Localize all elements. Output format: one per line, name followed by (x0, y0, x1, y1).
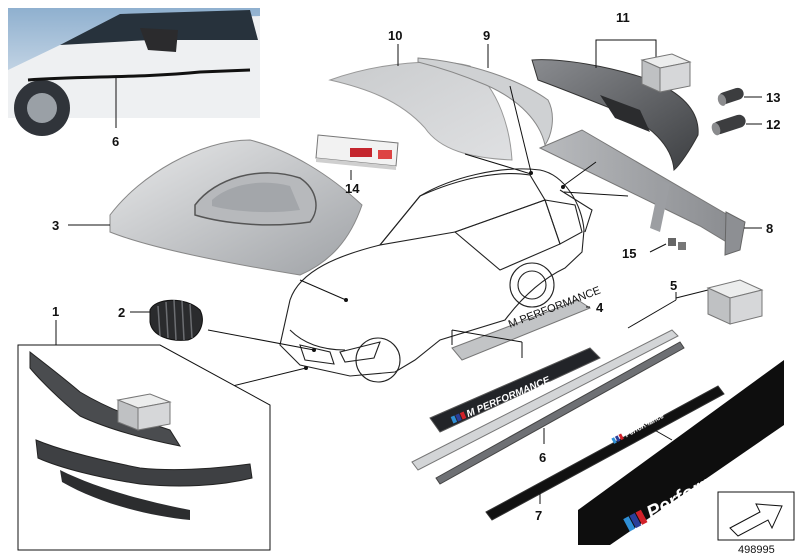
leader-8-to-car (563, 191, 629, 197)
touch-up-kit-box (315, 134, 399, 170)
door-sill-trim-part: M PERFORMANCE (451, 285, 602, 361)
rear-spoiler-part (417, 57, 553, 147)
callout-13: 13 (766, 90, 780, 105)
side-skirt-stripes (411, 329, 685, 485)
callout-1: 1 (52, 304, 59, 319)
exhaust-tip-12 (711, 114, 746, 136)
callout-15: 15 (622, 246, 636, 261)
callout-14: 14 (345, 181, 360, 196)
leader-7-detail (643, 423, 673, 441)
callout-6-photo: 6 (112, 134, 119, 149)
leader-15 (649, 243, 667, 253)
exhaust-tip-13 (717, 87, 744, 106)
hood-part (109, 139, 363, 276)
callout-12: 12 (766, 117, 780, 132)
leader-4-bracket-b (451, 329, 523, 343)
leader-11 (595, 39, 657, 68)
callout-7: 7 (535, 508, 542, 523)
mounting-kit-box-1 (116, 393, 172, 431)
callout-9: 9 (483, 28, 490, 43)
kidney-grille-part (149, 299, 203, 341)
leader-2-to-car (207, 329, 315, 351)
mounting-kit-box-11 (640, 53, 692, 93)
callout-11: 11 (616, 10, 630, 25)
leader-5-c (675, 289, 709, 299)
bolt-set-15 (668, 238, 686, 250)
mounting-kit-box-5 (706, 279, 764, 325)
leader-11-to-car (562, 161, 597, 187)
callout-2: 2 (118, 305, 125, 320)
leader-10-to-car (464, 153, 532, 175)
callout-4: 4 (596, 300, 604, 315)
direction-arrow-icon (717, 491, 795, 541)
front-spoiler-inset (17, 344, 271, 551)
callout-6: 6 (539, 450, 546, 465)
callout-8: 8 (766, 221, 773, 236)
car-outline (279, 168, 593, 383)
reference-number: 498995 (738, 544, 775, 556)
side-decal-photo (8, 8, 260, 136)
rear-wing-part (538, 129, 746, 256)
leader-9-to-car (509, 85, 532, 173)
leader-5-a (627, 299, 677, 329)
callout-3: 3 (52, 218, 59, 233)
callout-10: 10 (388, 28, 402, 43)
leader-3-to-car (299, 279, 347, 301)
callout-5: 5 (670, 278, 677, 293)
